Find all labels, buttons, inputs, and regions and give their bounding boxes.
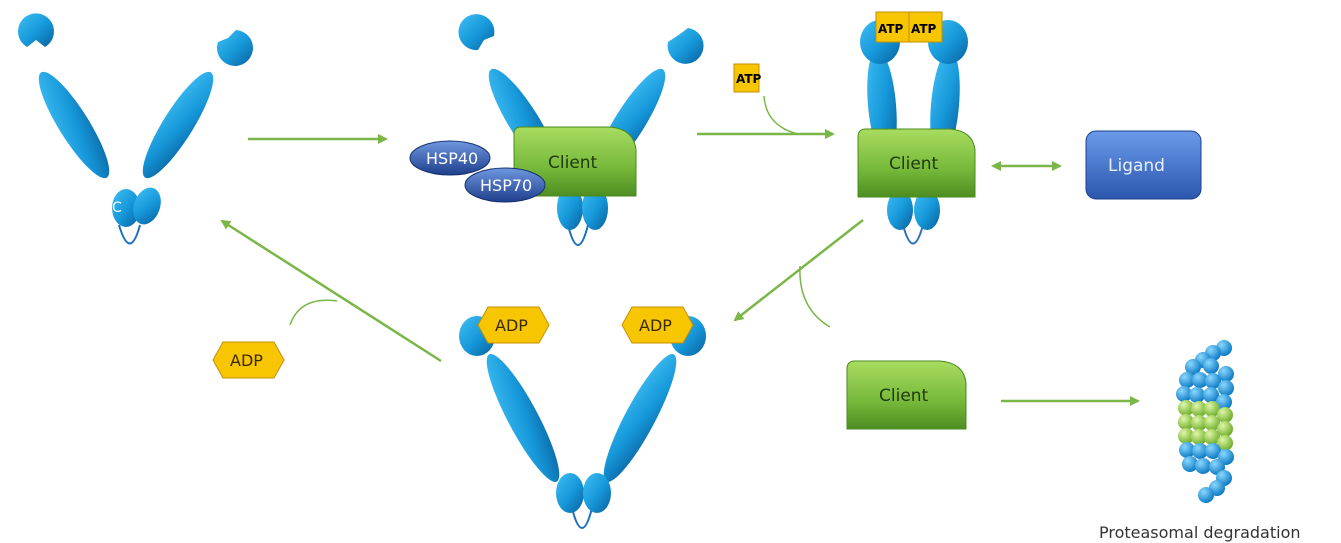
arrow-adp-release <box>220 219 442 363</box>
linker-loop <box>118 224 141 245</box>
c-terminal-label: C <box>112 200 122 216</box>
c-terminal-domain-left <box>887 190 913 230</box>
n-terminal-domain-left <box>18 13 54 47</box>
c-terminal-domain-left <box>556 473 584 513</box>
client-label: Client <box>548 153 598 173</box>
hsp40-label: HSP40 <box>426 149 478 168</box>
proteasome <box>1176 340 1234 503</box>
c-terminal-domain-right <box>583 473 611 513</box>
c-terminal-domain-right <box>133 187 161 225</box>
hsp40-cochaperone <box>409 140 491 176</box>
n-terminal-label: N <box>28 44 38 60</box>
ligand <box>1085 130 1202 200</box>
atp-binding-curve <box>763 95 799 135</box>
c-terminal-domain-left <box>557 186 583 230</box>
n-terminal-domain-right <box>216 30 253 66</box>
adp-released <box>212 341 285 379</box>
atp-bound-right-label: ATP <box>911 22 937 36</box>
arrow-atp-hydrolysis <box>733 219 864 322</box>
adp-release-curve <box>289 299 338 326</box>
released-client-protein <box>846 360 967 430</box>
c-terminal-domain-right <box>582 186 608 230</box>
monomer-arm-right <box>603 354 677 482</box>
adp-bound-right <box>621 306 694 344</box>
monomer-arm-left <box>486 354 560 482</box>
adp-bound-right-label: ADP <box>639 316 672 335</box>
adp-bound-left <box>477 306 550 344</box>
client-release-curve <box>799 265 831 328</box>
atp-bound-left-label: ATP <box>878 22 904 36</box>
adp-released-label: ADP <box>230 351 263 370</box>
hsp90-client-loading-complex: Client HSP40 HSP70 <box>409 14 704 246</box>
atp-bound-left <box>875 11 910 43</box>
client-label: Client <box>889 154 939 174</box>
proteasomal-degradation-caption: Proteasomal degradation <box>1099 523 1301 542</box>
c-terminal-domain-right <box>914 190 940 230</box>
hsp70-cochaperone <box>464 167 546 203</box>
atp-bound-right <box>908 11 943 43</box>
hsp70-label: HSP70 <box>480 176 532 195</box>
hsp90-adp-dimer: ADP ADP <box>459 306 706 529</box>
linker-loop <box>567 224 589 246</box>
monomer-arm-left <box>38 71 110 179</box>
atp-input-label: ATP <box>736 72 762 86</box>
released-client-label: Client <box>879 386 929 406</box>
ligand-label: Ligand <box>1108 156 1165 176</box>
monomer-arm-right <box>142 71 214 179</box>
linker-loop <box>571 507 593 529</box>
c-terminal-domain-left <box>112 189 140 227</box>
n-terminal-domain-left <box>458 14 495 51</box>
client-protein <box>513 126 637 197</box>
client-protein <box>857 128 976 198</box>
hsp90-closed-dimer: ATP ATP Client <box>857 11 976 245</box>
n-terminal-domain-right <box>667 28 704 64</box>
linker-loop <box>902 224 924 245</box>
atp-input-box <box>733 63 760 93</box>
adp-bound-left-label: ADP <box>495 316 528 335</box>
hsp90-open-dimer: N C <box>18 13 253 245</box>
